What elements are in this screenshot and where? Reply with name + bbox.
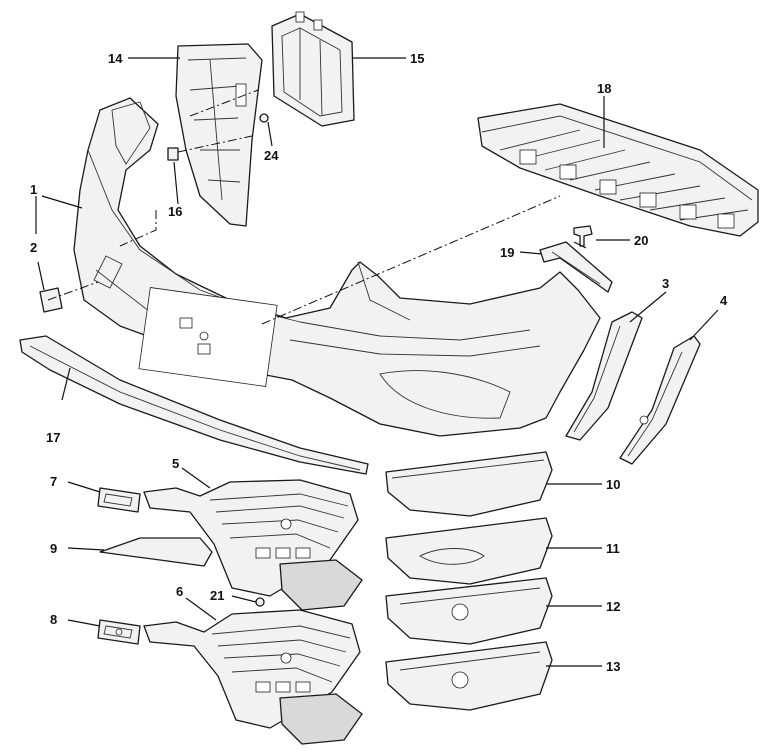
lower-spoiler-strip — [19, 335, 369, 475]
callout-7: 7 — [50, 474, 57, 489]
callout-8: 8 — [50, 612, 57, 627]
wheel-arch-molding-left — [565, 311, 643, 441]
emblem-upper — [97, 487, 141, 513]
callout-5: 5 — [172, 456, 179, 471]
callout-18: 18 — [597, 81, 611, 96]
push-pin-fastener — [167, 147, 179, 161]
grille-trim-strip — [99, 537, 213, 567]
energy-absorber-beam — [477, 103, 759, 237]
callout-17: 17 — [46, 430, 60, 445]
callout-3: 3 — [662, 276, 669, 291]
callout-1: 1 — [30, 182, 37, 197]
emblem-lower — [97, 619, 141, 645]
callout-20: 20 — [634, 233, 648, 248]
air-guide-bracket — [175, 43, 263, 227]
callout-19: 19 — [500, 245, 514, 260]
callout-24: 24 — [264, 148, 279, 163]
wheel-arch-molding-right — [619, 335, 701, 465]
callout-11: 11 — [606, 541, 620, 556]
bezel-10 — [385, 451, 553, 517]
callout-14: 14 — [108, 51, 123, 66]
retaining-clip — [573, 225, 593, 247]
callout-9: 9 — [50, 541, 57, 556]
tow-hook-cover — [39, 287, 63, 313]
bezel-13 — [385, 641, 553, 711]
callout-13: 13 — [606, 659, 620, 674]
callout-21: 21 — [210, 588, 224, 603]
callout-6: 6 — [176, 584, 183, 599]
grille-screw — [255, 597, 265, 607]
air-deflector-box — [271, 11, 355, 127]
leader-lines — [35, 57, 719, 667]
assembly-lines — [47, 89, 561, 325]
grille-assembly-lower — [143, 609, 363, 745]
screw-fastener — [259, 113, 269, 123]
callout-4: 4 — [720, 293, 728, 308]
bezel-12 — [385, 577, 553, 645]
callout-2: 2 — [30, 240, 37, 255]
side-mount-bracket — [539, 241, 613, 293]
callout-10: 10 — [606, 477, 620, 492]
callout-16: 16 — [168, 204, 182, 219]
callout-12: 12 — [606, 599, 620, 614]
callout-15: 15 — [410, 51, 424, 66]
bumper-fascia — [73, 97, 601, 437]
grille-assembly-upper — [143, 479, 363, 611]
bezel-11 — [385, 517, 553, 585]
